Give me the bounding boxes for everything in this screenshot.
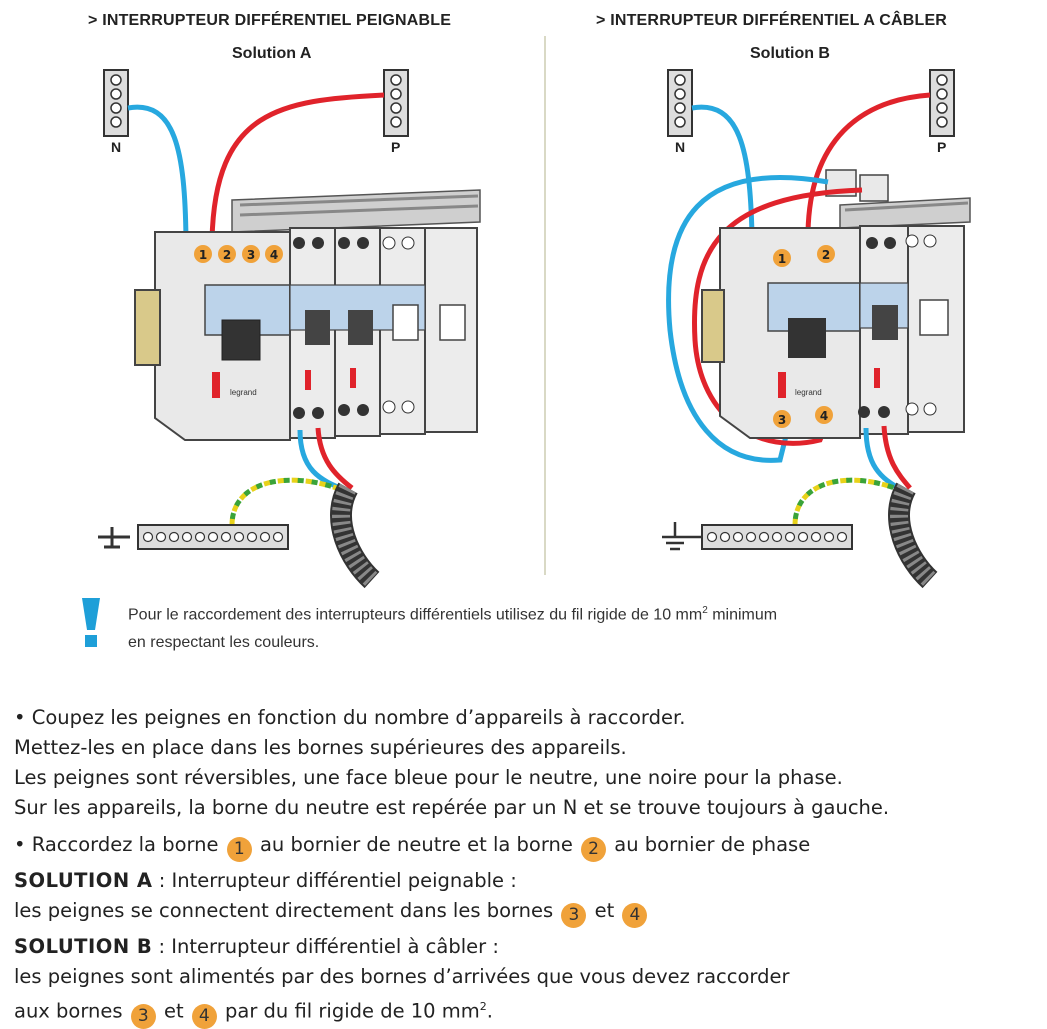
svg-text:legrand: legrand xyxy=(795,388,822,397)
badge-1-right: 1 xyxy=(773,249,791,267)
neutral-loop-wire xyxy=(666,175,829,463)
neutral-terminal-block-left xyxy=(103,69,129,137)
label-p-left: P xyxy=(391,139,400,155)
svg-text:4: 4 xyxy=(820,409,828,423)
instruction-line: Les peignes sont réversibles, une face b… xyxy=(14,766,843,789)
earth-bar-right xyxy=(701,524,853,550)
phase-wire-bottom-right xyxy=(881,425,912,490)
exclamation-icon xyxy=(82,598,100,647)
badge-4: 4 xyxy=(622,903,648,928)
solution-b-detail-2: aux bornes 3 et 4 par du fil rigide de 1… xyxy=(14,992,1034,1029)
label-n-right: N xyxy=(675,139,685,155)
panel-title-right: > INTERRUPTEUR DIFFÉRENTIEL A CÂBLER xyxy=(596,12,948,29)
svg-text:2: 2 xyxy=(822,248,830,262)
breaker-modules-right xyxy=(858,225,965,435)
badge-3-right: 3 xyxy=(773,410,791,428)
badge-1: 1 xyxy=(226,837,252,862)
phase-wire-bottom-left xyxy=(315,427,354,490)
solution-a-title: Solution A xyxy=(232,45,312,62)
earth-wire-left xyxy=(229,477,343,526)
svg-text:3: 3 xyxy=(247,248,255,262)
solution-a-heading: SOLUTION A : Interrupteur différentiel p… xyxy=(14,869,517,892)
label-n-left: N xyxy=(111,139,121,155)
badge-4: 4 xyxy=(191,1003,217,1029)
solution-b-diagram: N P legrand 1 2 3 xyxy=(662,69,971,589)
solution-a-detail: les peignes se connectent directement da… xyxy=(14,896,1034,928)
instruction-connect: • Raccordez la borne 1 au bornier de neu… xyxy=(14,830,1034,862)
neutral-terminal-block-right xyxy=(667,69,693,137)
instruction-line: • Coupez les peignes en fonction du nomb… xyxy=(14,706,686,729)
badge-2: 2 xyxy=(581,837,607,862)
breaker-modules-left xyxy=(289,227,478,439)
solution-a-diagram: N P legrand 1 2 3 4 xyxy=(98,69,481,589)
phase-wire-top-left xyxy=(209,92,385,241)
badge-3: 3 xyxy=(561,903,587,928)
label-p-right: P xyxy=(937,139,946,155)
instruction-line: Mettez-les en place dans les bornes supé… xyxy=(14,736,627,759)
badge-1-left: 1 xyxy=(194,245,212,263)
badge-4-right: 4 xyxy=(815,406,833,424)
svg-text:2: 2 xyxy=(223,248,231,262)
differential-module-left: legrand xyxy=(134,231,291,441)
badge-3-left: 3 xyxy=(242,245,260,263)
neutral-wire-top-left xyxy=(127,104,189,241)
svg-text:1: 1 xyxy=(199,248,207,262)
badge-2-left: 2 xyxy=(218,245,236,263)
badge-3: 3 xyxy=(130,1003,156,1029)
badge-2-right: 2 xyxy=(817,245,835,263)
phase-terminal-block-right xyxy=(929,69,955,137)
earth-symbol-left xyxy=(98,527,130,549)
badge-4-left: 4 xyxy=(265,245,283,263)
phase-loop-wire xyxy=(692,187,863,446)
earth-bar-left xyxy=(137,524,289,550)
differential-module-right: legrand xyxy=(701,227,861,439)
svg-text:3: 3 xyxy=(778,413,786,427)
instruction-line: Sur les appareils, la borne du neutre es… xyxy=(14,796,890,819)
wiring-diagram: N P legrand 1 2 3 4 xyxy=(98,36,971,589)
solution-b-detail: les peignes sont alimentés par des borne… xyxy=(14,965,790,988)
earth-wire-right xyxy=(792,477,901,526)
svg-text:4: 4 xyxy=(270,248,278,262)
phase-terminal-block-left xyxy=(383,69,409,137)
solution-b-heading: SOLUTION B : Interrupteur différentiel à… xyxy=(14,935,499,958)
neutral-wire-top-right xyxy=(691,104,755,236)
solution-b-title: Solution B xyxy=(750,45,830,62)
svg-text:legrand: legrand xyxy=(230,388,257,397)
wiring-note: Pour le raccordement des interrupteurs d… xyxy=(128,605,778,652)
earth-symbol-right xyxy=(662,522,702,551)
phase-wire-top-right xyxy=(805,92,931,233)
svg-text:1: 1 xyxy=(778,252,786,266)
panel-title-left: > INTERRUPTEUR DIFFÉRENTIEL PEIGNABLE xyxy=(88,12,452,29)
